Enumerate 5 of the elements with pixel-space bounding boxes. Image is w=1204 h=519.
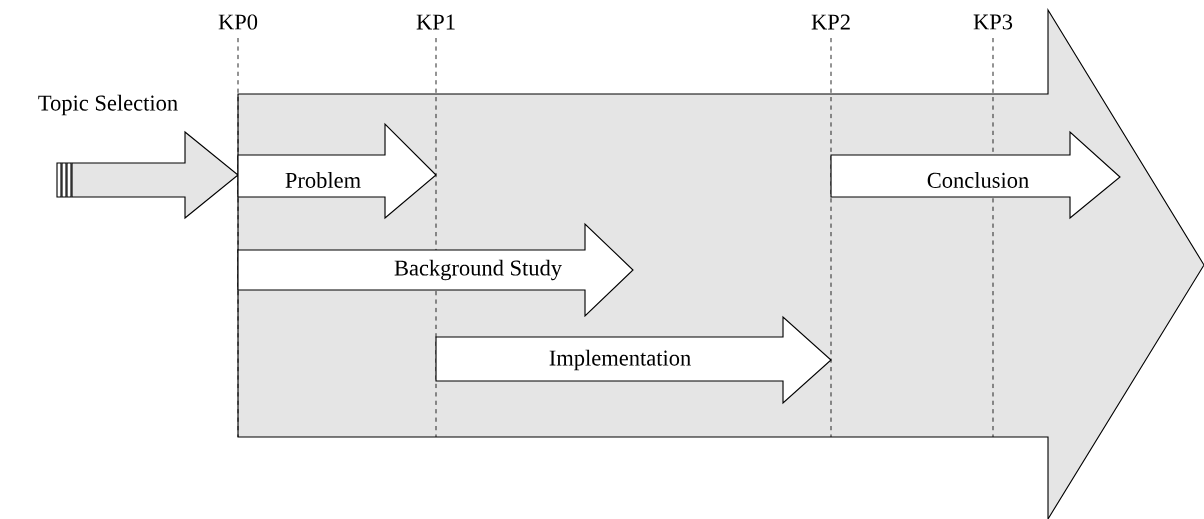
milestone-label: KP2 bbox=[811, 14, 850, 30]
milestone-label: KP0 bbox=[218, 14, 258, 30]
milestone-label: KP1 bbox=[416, 14, 455, 30]
milestone-label: KP3 bbox=[973, 14, 1013, 30]
arrow-label: Topic Selection bbox=[38, 94, 178, 116]
